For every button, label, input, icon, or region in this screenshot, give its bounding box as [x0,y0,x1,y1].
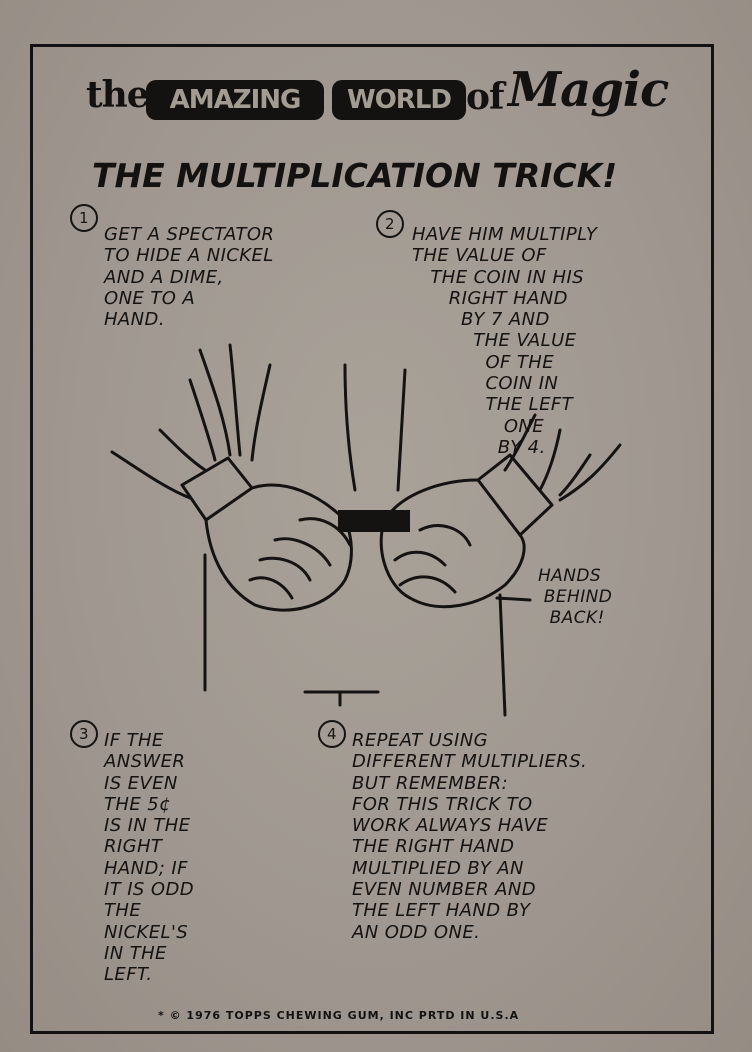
left-arm-outline [110,450,192,500]
right-hand [379,478,526,609]
back-line-right [498,593,507,717]
left-hand [204,483,353,612]
title-word-amazing: AMAZING [146,80,324,120]
step-2-text: HAVE HIM MULTIPLY THE VALUE OF THE COIN … [412,224,598,458]
step-2-number-badge: 2 [376,210,407,238]
left-cuff [180,456,254,522]
step-1-number-badge: 1 [70,204,101,232]
back-tick [303,690,380,707]
hands-behind-back-callout: HANDS BEHIND BACK! [538,566,613,628]
title-word-world: WORLD [332,80,466,120]
callout-pointer [495,596,532,602]
card-border [30,44,714,1034]
step-4-text: REPEAT USING DIFFERENT MULTIPLIERS. BUT … [352,730,588,943]
right-cuff [476,453,554,537]
step-3-number-badge: 3 [70,720,101,748]
step-3-text: IF THE ANSWER IS EVEN THE 5¢ IS IN THE R… [104,730,194,986]
hidden-coin-shadow [338,510,410,532]
title-word-of: of [466,76,504,118]
title-word-the: the [86,74,150,116]
copyright-line: * © 1976 TOPPS CHEWING GUM, INC PRTD IN … [158,1009,520,1022]
trick-title: THE MULTIPLICATION TRICK! [92,156,618,195]
right-arm-outline [558,443,622,502]
step-1-text: GET A SPECTATOR TO HIDE A NICKEL AND A D… [104,224,275,331]
step-4-number-badge: 4 [318,720,349,748]
title-word-magic: Magic [508,62,669,118]
